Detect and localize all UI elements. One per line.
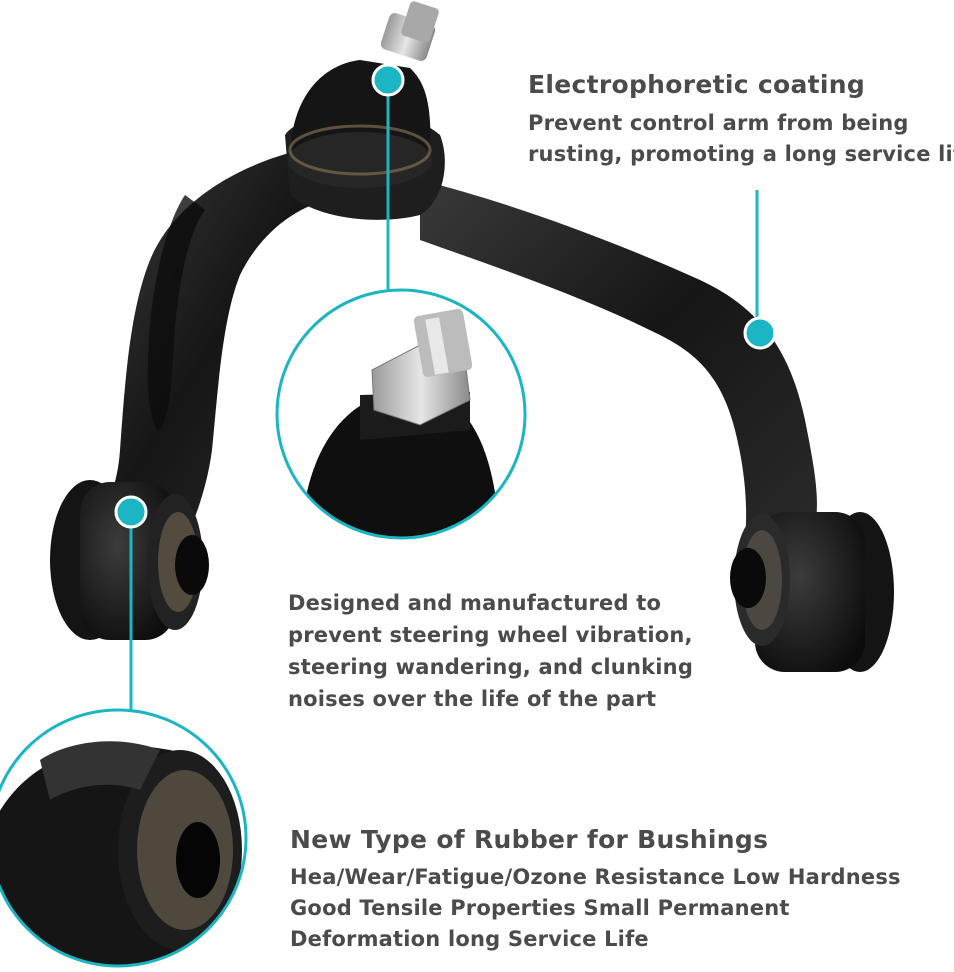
design-line-2: prevent steering wheel vibration, [288,623,693,647]
callout-lines [129,80,759,712]
design-line-3: steering wandering, and clunking [288,655,694,679]
bushing-callout-dot [114,495,148,529]
rubber-title: New Type of Rubber for Bushings [290,825,769,854]
coating-line-2: rusting, promoting a long service life [528,142,954,166]
coating-line-1: Prevent control arm from being [528,111,909,135]
rubber-line-3: Deformation long Service Life [290,927,649,951]
rubber-line-1: Hea/Wear/Fatigue/Ozone Resistance Low Ha… [290,865,901,889]
bushing-zoom-circle [0,708,248,968]
coating-title: Electrophoretic coating [528,70,866,99]
ball-joint-callout-dot [371,63,405,97]
arm-coating-callout-dot [743,316,777,350]
design-line-4: noises over the life of the part [288,687,657,711]
ball-joint-zoom-circle [275,288,527,540]
right-bushing [730,512,894,672]
ball-joint [288,1,439,188]
rubber-line-2: Good Tensile Properties Small Permanent [290,896,790,920]
left-bushing [50,480,209,640]
design-line-1: Designed and manufactured to [288,591,662,615]
